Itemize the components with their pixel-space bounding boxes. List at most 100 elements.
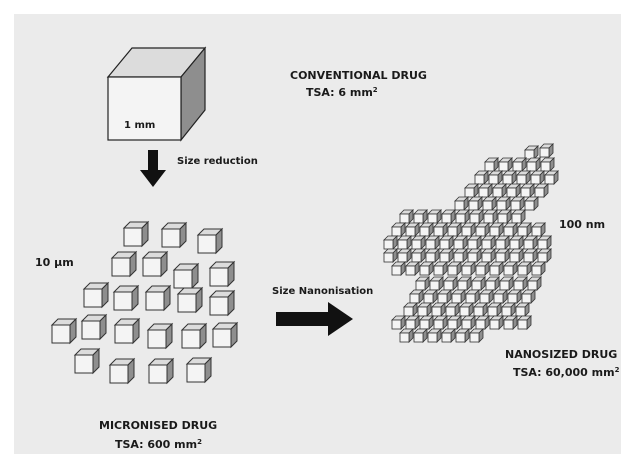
nano-cube [433,222,448,237]
micro-cube [108,357,136,385]
nanosized-tsa: TSA: 60,000 mm2 [513,366,619,379]
micro-cube [122,220,150,248]
nano-cube [479,289,494,304]
nano-cube [485,276,500,291]
nano-cube [457,276,472,291]
micro-cube [141,250,169,278]
nano-cube [469,328,484,343]
nano-cube [409,289,424,304]
micro-cube [172,262,200,290]
nano-cube [437,289,452,304]
nano-cube [405,222,420,237]
nano-cube [447,315,462,330]
nano-cube [503,315,518,330]
nano-cube [439,235,454,250]
nano-cube [413,209,428,224]
size-reduction-label: Size reduction [177,156,258,167]
nano-cube [465,289,480,304]
nano-cube [441,209,456,224]
micro-cube [113,317,141,345]
nanosized-drug-title: NANOSIZED DRUG [505,348,618,361]
nano-cube [419,315,434,330]
micro-cube [144,284,172,312]
nano-cube [544,170,559,185]
nano-cube [475,315,490,330]
nano-cube [524,145,539,160]
nano-cube [383,248,398,263]
conventional-tsa-text: TSA: 6 mm [306,86,373,99]
nano-cube [517,222,532,237]
nano-cube [473,302,488,317]
size-reduction-arrow [140,150,166,187]
nano-cube [467,248,482,263]
nano-cube [443,276,458,291]
nano-cube [425,235,440,250]
micronised-tsa: TSA: 600 mm2 [115,438,202,451]
conventional-tsa-exponent: 2 [372,86,378,94]
nano-cube [506,183,521,198]
micro-cube [82,281,110,309]
nano-cube [391,222,406,237]
nano-cube [468,196,483,211]
nano-cube [482,196,497,211]
nano-cube [399,328,414,343]
nano-cube [511,209,526,224]
micro-cube [185,356,213,384]
nano-cube [405,261,420,276]
nano-cube [496,196,511,211]
nano-cube [516,170,531,185]
nanonisation-arrow [276,302,353,336]
micro-cube [112,284,140,312]
nano-cube [475,222,490,237]
nano-cube [427,328,442,343]
nano-cube [469,209,484,224]
nano-cube [423,289,438,304]
nano-cube [383,235,398,250]
nano-cube [397,248,412,263]
micro-cube [196,227,224,255]
nano-cube [413,328,428,343]
nano-cube [510,196,525,211]
nano-cube [517,261,532,276]
nano-cube [397,235,412,250]
conventional-cube [106,46,207,142]
nano-cube [399,209,414,224]
nano-cube [526,157,541,172]
nano-cube [481,235,496,250]
nano-cube [478,183,493,198]
nano-cube [489,261,504,276]
nano-cube [501,302,516,317]
nano-cube [411,248,426,263]
nano-cube [425,248,440,263]
nano-cube [471,276,486,291]
micro-cube [208,260,236,288]
nano-cube [461,261,476,276]
nano-cube [520,183,535,198]
nano-cube [391,261,406,276]
nano-cube [441,328,456,343]
nano-cube [524,196,539,211]
nano-cube [499,276,514,291]
nano-cube [483,209,498,224]
nano-cube [467,235,482,250]
nano-cube [523,248,538,263]
micro-cube [180,322,208,350]
nano-cube [453,235,468,250]
nano-cube [417,302,432,317]
nano-cube [427,209,442,224]
conventional-drug-title: CONVENTIONAL DRUG [290,69,427,82]
micron-scale-label: 10 µm [35,256,74,269]
nanonisation-label: Size Nanonisation [272,286,374,297]
micro-cube [208,289,236,317]
nano-cube [515,302,530,317]
nano-cube [507,289,522,304]
micro-cube [73,347,101,375]
nano-cube [489,315,504,330]
nano-cube [489,222,504,237]
nano-cube [498,157,513,172]
nano-cube [447,261,462,276]
micro-cube [80,313,108,341]
nano-cube [429,276,444,291]
nano-cube [537,248,552,263]
